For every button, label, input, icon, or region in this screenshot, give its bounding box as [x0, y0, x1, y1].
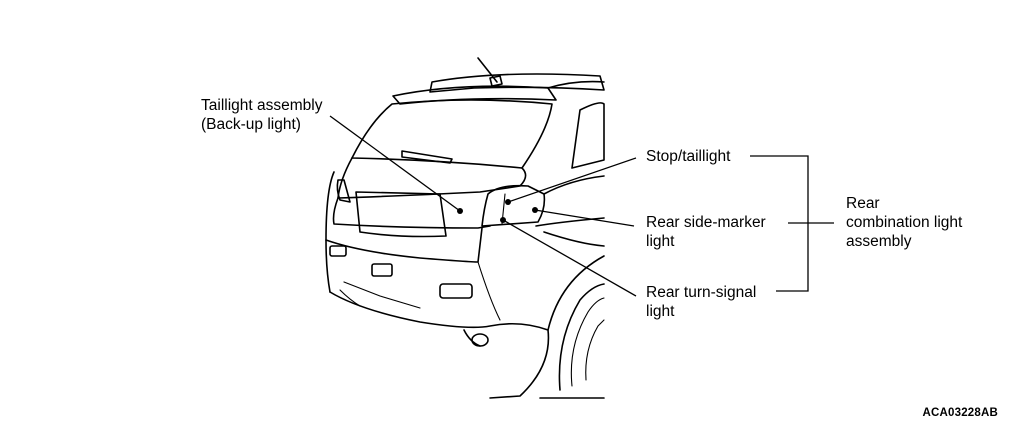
label-stop-taillight: Stop/taillight [646, 148, 731, 165]
leader-taillight-assembly [329, 115, 461, 212]
side-window [571, 102, 605, 169]
leader-rear-side-marker [534, 209, 635, 227]
rear-bumper [325, 227, 483, 263]
body-side-left [325, 171, 335, 293]
rear-tire [558, 283, 605, 391]
license-recess [355, 191, 447, 238]
label-rear-combination-light-assembly: Rear combination light assembly [846, 195, 963, 250]
roof-rail [429, 73, 605, 93]
label-rear-turn-signal: Rear turn-signal light [646, 284, 757, 320]
bumper-lower [329, 291, 550, 399]
wheel-arch [547, 255, 605, 331]
left-taillight [336, 179, 351, 203]
tailgate [337, 157, 527, 199]
body-side-right [543, 175, 605, 195]
pointer-rear-side-marker [532, 207, 538, 213]
antenna-base [489, 75, 503, 87]
rear-window [351, 99, 553, 169]
roof-top [547, 80, 605, 89]
right-combination-light [481, 184, 546, 227]
rear-wiper [401, 150, 453, 164]
leader-rear-turn-signal [502, 219, 637, 297]
antenna [477, 57, 498, 83]
leader-stop-taillight [507, 157, 637, 203]
pointer-taillight-assembly [457, 208, 463, 214]
pointer-rear-turn-signal [500, 217, 506, 223]
figure-code: ACA03228AB [922, 407, 998, 419]
leader-lines [329, 115, 834, 297]
left-reflector [329, 245, 347, 257]
label-taillight-assembly: Taillight assembly (Back-up light) [201, 97, 323, 133]
tailgate-lower [332, 197, 491, 229]
label-rear-side-marker: Rear side-marker light [646, 214, 766, 250]
vehicle-rear-illustration [325, 57, 605, 399]
pointer-stop-taillight [505, 199, 511, 205]
center-reflector [371, 263, 393, 277]
exhaust-pipe [471, 333, 489, 347]
right-reflector [439, 283, 473, 299]
